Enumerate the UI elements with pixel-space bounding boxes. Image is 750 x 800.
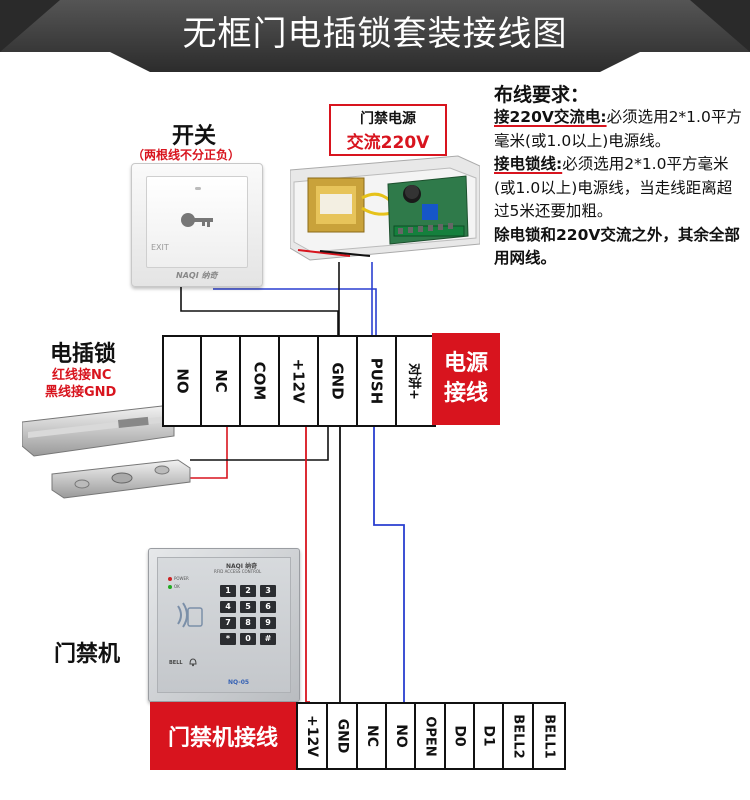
ok-led xyxy=(168,585,172,589)
lock-label: 电插锁 xyxy=(50,342,117,367)
terminal-no[interactable]: NO xyxy=(164,337,203,425)
page-title: 无框门电插锁套装接线图 xyxy=(182,14,568,54)
requirements-body: 接220V交流电:必须选用2*1.0平方毫米(或1.0以上)电源线。 接电锁线:… xyxy=(494,106,746,271)
controller-wire-red xyxy=(305,427,310,703)
lock-note-1: 红线接NC xyxy=(52,368,112,383)
exit-text: EXIT xyxy=(151,243,169,252)
keypad-key[interactable]: 4 xyxy=(220,601,236,613)
controller-terminal-open[interactable]: OPEN xyxy=(416,704,446,768)
electric-lock-image xyxy=(22,405,191,499)
switch-wire-black xyxy=(180,278,339,335)
keypad-key[interactable]: 1 xyxy=(220,585,236,597)
psu-label-line1: 门禁电源 xyxy=(360,111,416,127)
exit-switch: EXIT NAQI 纳奇 xyxy=(131,163,263,287)
controller-terminal-bell1[interactable]: BELL1 xyxy=(541,713,557,759)
key-icon xyxy=(181,213,213,227)
switch-label: 开关 xyxy=(172,124,217,149)
terminal-intercom[interactable]: 对讲+ xyxy=(405,362,421,400)
lock-note-2: 黑线接GND xyxy=(45,385,117,400)
controller-terminal-plus12v[interactable]: +12V xyxy=(298,704,328,768)
controller-terminal-nc[interactable]: NC xyxy=(358,704,387,768)
switch-wire-blue xyxy=(213,288,377,335)
power-led-label: POWER xyxy=(174,576,189,581)
bell-text: BELL xyxy=(169,660,183,666)
keypad-key[interactable]: 2 xyxy=(240,585,256,597)
title-banner xyxy=(0,0,750,72)
keypad-key[interactable]: 9 xyxy=(260,617,276,629)
controller-label: 门禁机 xyxy=(54,642,121,667)
psu-label: 门禁电源 交流220V xyxy=(329,104,447,156)
keypad-key[interactable]: # xyxy=(260,633,276,645)
keypad-key[interactable]: 8 xyxy=(240,617,256,629)
switch-brand: NAQI 纳奇 xyxy=(176,271,218,280)
ok-led-label: OK xyxy=(174,584,180,589)
controller-wiring-tag: 门禁机接线 xyxy=(150,702,296,770)
controller-terminal-d1[interactable]: D1 xyxy=(475,704,504,768)
controller-terminal-bell2[interactable]: BELL2 xyxy=(504,704,534,768)
controller-terminal-gnd[interactable]: GND xyxy=(328,704,358,768)
terminal-plus12v[interactable]: +12V xyxy=(280,337,319,425)
power-terminal-strip: NO NC COM +12V GND PUSH 对讲+ xyxy=(162,335,436,427)
controller-subtitle: RFID ACCESS CONTROL xyxy=(214,569,262,574)
keypad-key[interactable]: 6 xyxy=(260,601,276,613)
keypad-key[interactable]: 0 xyxy=(240,633,256,645)
controller-brand: NAQI 纳奇 xyxy=(226,563,258,570)
controller-terminal-strip: +12V GND NC NO OPEN D0 D1 BELL2 BELL1 xyxy=(296,702,566,770)
requirement-2-title: 接电锁线: xyxy=(494,155,563,173)
terminal-nc[interactable]: NC xyxy=(202,337,241,425)
controller-wire-blue xyxy=(373,427,405,702)
switch-note: （两根线不分正负） xyxy=(132,148,241,162)
keypad-key[interactable]: 7 xyxy=(220,617,236,629)
keypad-key[interactable]: 3 xyxy=(260,585,276,597)
power-led xyxy=(168,577,172,581)
requirement-1-title: 接220V交流电: xyxy=(494,108,607,126)
requirement-2-text: 必须选用2*1.0平方毫米(或1.0以上)电源线，当走线距离超过5米还要加粗。 xyxy=(494,155,733,220)
psu-label-line2: 交流220V xyxy=(346,133,430,153)
access-controller-device: NAQI 纳奇 RFID ACCESS CONTROL POWER OK BEL… xyxy=(148,548,300,702)
controller-terminal-no[interactable]: NO xyxy=(387,704,416,768)
requirements-heading: 布线要求： xyxy=(494,84,590,106)
terminal-gnd[interactable]: GND xyxy=(319,337,358,425)
indicator-led xyxy=(195,187,201,190)
bell-icon xyxy=(189,658,197,667)
terminal-push[interactable]: PUSH xyxy=(358,337,397,425)
lock-wire-red xyxy=(182,427,228,479)
power-supply-image xyxy=(290,155,480,261)
terminal-com[interactable]: COM xyxy=(241,337,280,425)
power-wiring-tag: 电源接线 xyxy=(432,333,500,425)
requirement-1-text: 必须选用2*1.0平方毫米(或1.0以上)电源线。 xyxy=(494,108,742,150)
requirement-3-text: 除电锁和220V交流之外，其余全部用网线。 xyxy=(494,225,740,268)
model-text: NQ-05 xyxy=(228,679,250,686)
keypad-key[interactable]: 5 xyxy=(240,601,256,613)
keypad-key[interactable]: * xyxy=(220,633,236,645)
controller-terminal-d0[interactable]: D0 xyxy=(446,704,475,768)
lock-wire-black xyxy=(190,427,329,461)
rfid-icon xyxy=(177,602,203,628)
